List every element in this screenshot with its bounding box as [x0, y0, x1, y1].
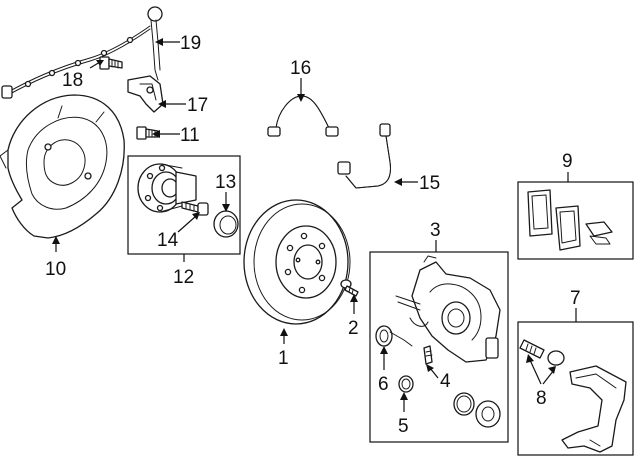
part-4-bleeder-valve — [423, 345, 433, 365]
callout-16: 16 — [290, 58, 311, 79]
part-5-cap — [398, 375, 414, 393]
part-6-spring-clip — [375, 325, 413, 347]
part-17-abs-sensor — [127, 75, 164, 113]
callout-18: 18 — [62, 70, 83, 91]
callout-8: 8 — [536, 388, 547, 409]
callout-5: 5 — [398, 416, 409, 437]
callout-10: 10 — [45, 259, 66, 280]
leader-lines — [52, 38, 577, 412]
part-14-hub-bolt — [181, 201, 209, 216]
part-13-cap — [213, 210, 239, 238]
part-9-brake-pads — [527, 189, 613, 251]
callout-labels: 19 18 17 11 16 15 13 14 12 10 9 3 7 2 1 … — [45, 33, 581, 437]
part-10-splash-shield — [0, 94, 125, 239]
callout-1: 1 — [278, 348, 289, 369]
part-18-bolt — [99, 56, 123, 70]
part-16-brake-hose — [267, 95, 339, 137]
box-9-brake-pads — [517, 181, 634, 260]
box-3-caliper — [369, 251, 509, 443]
part-1-brake-rotor — [243, 199, 351, 325]
callout-6: 6 — [378, 374, 389, 395]
part-3-seal-kit — [453, 392, 501, 428]
part-8-guide-pins — [519, 339, 565, 366]
callout-13: 13 — [215, 172, 236, 193]
callout-7: 7 — [570, 288, 581, 309]
callout-4: 4 — [440, 371, 451, 392]
callout-17: 17 — [187, 95, 208, 116]
callout-3: 3 — [430, 220, 441, 241]
callout-11: 11 — [180, 125, 200, 146]
part-12-hub — [137, 163, 197, 213]
part-15-brake-line — [337, 123, 391, 189]
callout-2: 2 — [348, 318, 359, 339]
part-2-screw — [340, 279, 359, 297]
callout-19: 19 — [180, 33, 201, 54]
callout-9: 9 — [562, 151, 573, 172]
callout-12: 12 — [173, 267, 194, 288]
callout-14: 14 — [157, 230, 179, 251]
part-3-caliper — [395, 255, 501, 363]
part-7-caliper-carrier — [561, 365, 627, 453]
callout-15: 15 — [419, 173, 440, 194]
